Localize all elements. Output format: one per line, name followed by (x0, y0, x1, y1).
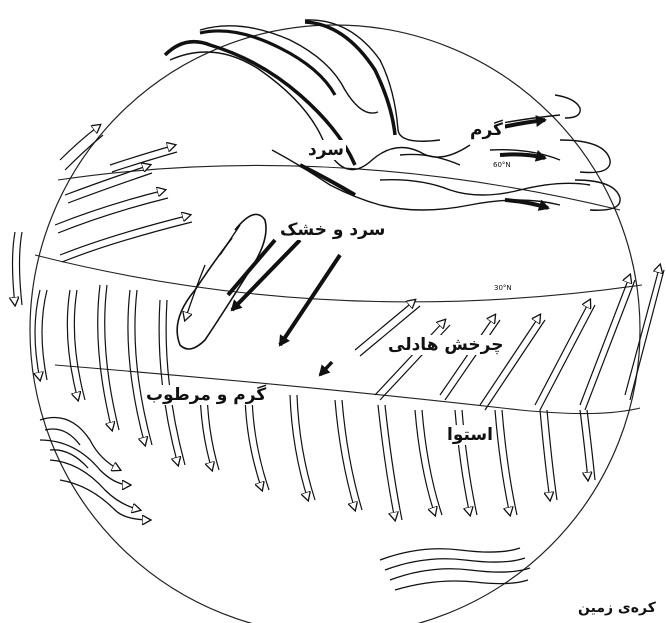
lower-left-swirls (40, 418, 150, 521)
label-hadley-cell: چرخش هادلی (386, 335, 506, 355)
label-equator: استوا (445, 425, 495, 445)
southern-waves (380, 548, 530, 590)
label-warm-humid: گرم و مرطوب (144, 385, 268, 405)
latitude-30-label: 30°N (494, 284, 512, 292)
label-earth: کره‌ی زمین (576, 598, 658, 618)
label-cold-dry: سرد و خشک (278, 220, 387, 240)
globe-outline (30, 25, 640, 623)
latitude-60-label: 60°N (493, 161, 511, 169)
label-warm: گرم (468, 120, 505, 140)
label-cold: سرد (306, 140, 346, 160)
westerly-arrows (55, 125, 192, 262)
latitude-30-line (35, 255, 642, 302)
